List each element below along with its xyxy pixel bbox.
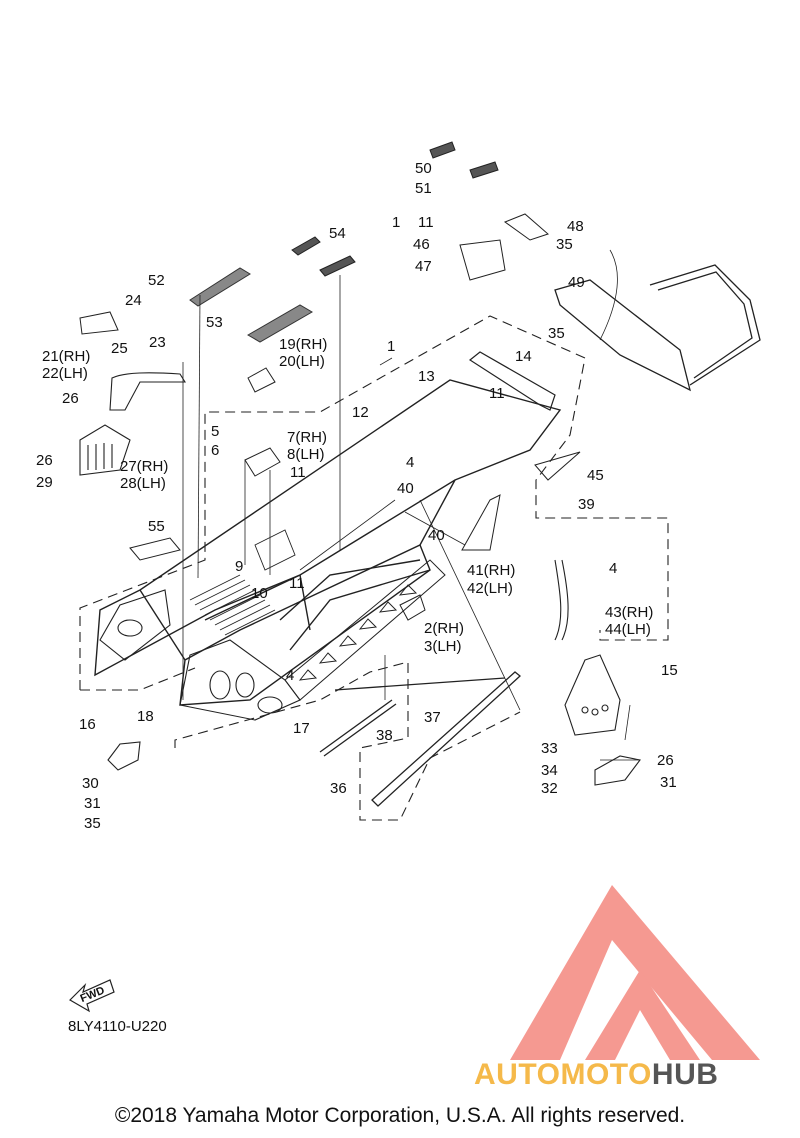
callout-label: 34	[541, 762, 558, 779]
callout-label: 40	[428, 527, 445, 544]
callout-label: 10	[251, 585, 268, 602]
assembly-group-outline	[79, 315, 669, 821]
front-panel	[179, 639, 301, 721]
callout-label: 37	[424, 709, 441, 726]
callout-label: 6	[211, 442, 220, 459]
callout-label: 26	[62, 390, 79, 407]
callout-label: 35	[556, 236, 573, 253]
front-mount	[99, 589, 171, 661]
fwd-arrow	[69, 979, 115, 1013]
wordmark-part1: AUTOMOTO	[474, 1058, 652, 1091]
callout-label: 21(RH)	[42, 348, 91, 365]
callout-label: 15	[661, 662, 678, 679]
callout-label: 42(LH)	[467, 580, 513, 597]
callout-label: 35	[548, 325, 565, 342]
leader-lines	[182, 249, 640, 761]
callout-label: 54	[329, 225, 346, 242]
right-step	[107, 559, 641, 786]
callout-label: 33	[541, 740, 558, 757]
automotohub-logo	[510, 885, 760, 1060]
small-parts	[79, 141, 581, 621]
automotohub-wordmark: AUTOMOTOHUB	[474, 1058, 718, 1092]
callout-label: 16	[79, 716, 96, 733]
callout-label: 5	[211, 423, 220, 440]
callout-label: 36	[330, 780, 347, 797]
deck-slots	[189, 529, 296, 636]
callout-label: 7(RH)	[287, 429, 327, 446]
callout-label: 55	[148, 518, 165, 535]
callout-label: 32	[541, 780, 558, 797]
callout-label: 9	[235, 558, 244, 575]
copyright-notice: ©2018 Yamaha Motor Corporation, U.S.A. A…	[114, 1104, 686, 1127]
wordmark-part2: HUB	[651, 1058, 719, 1091]
callout-label: 50	[415, 160, 432, 177]
callout-label: 20(LH)	[279, 353, 325, 370]
callout-label: 51	[415, 180, 432, 197]
callout-label: 22(LH)	[42, 365, 88, 382]
callout-label: 11	[289, 575, 305, 592]
callout-label: 40	[397, 480, 414, 497]
callout-label: 4	[286, 667, 295, 684]
callout-label: 38	[376, 727, 393, 744]
callout-label: 30	[82, 775, 99, 792]
callout-label: 11	[290, 464, 306, 481]
callout-label: 53	[206, 314, 223, 331]
callout-label: 11	[489, 385, 505, 402]
callout-label: 39	[578, 496, 595, 513]
callout-label: 4	[406, 454, 415, 471]
callout-label: 14	[515, 348, 532, 365]
callout-label: 45	[587, 467, 604, 484]
chassis-frame	[94, 379, 562, 706]
callout-label: 31	[84, 795, 101, 812]
callout-label: 26	[657, 752, 674, 769]
callout-label: 47	[415, 258, 432, 275]
callout-label: 27(RH)	[120, 458, 169, 475]
callout-label: 3(LH)	[424, 638, 462, 655]
callout-label: 1	[392, 214, 401, 231]
callout-label: 25	[111, 340, 128, 357]
rear-rack	[554, 264, 761, 392]
callout-label: 28(LH)	[120, 475, 166, 492]
callout-label: 13	[418, 368, 435, 385]
callout-label: 17	[293, 720, 310, 737]
cross-bars	[319, 671, 521, 807]
callout-label: 35	[84, 815, 101, 832]
callout-label: 29	[36, 474, 53, 491]
callout-label: 26	[36, 452, 53, 469]
callout-label: 18	[137, 708, 154, 725]
callout-label: 24	[125, 292, 142, 309]
callout-label: 11	[418, 214, 434, 231]
upper-rail	[468, 351, 556, 411]
callout-label: 1	[387, 338, 396, 355]
callout-label: 41(RH)	[467, 562, 516, 579]
callout-label: 31	[660, 774, 677, 791]
callout-label: 8(LH)	[287, 446, 325, 463]
callout-label: 2(RH)	[424, 620, 464, 637]
callout-label: 49	[568, 274, 585, 291]
callout-label: 43(RH)	[605, 604, 654, 621]
callout-label: 23	[149, 334, 166, 351]
callout-label: 12	[352, 404, 369, 421]
snow-flap	[79, 372, 186, 476]
callout-label: 46	[413, 236, 430, 253]
callout-label: 52	[148, 272, 165, 289]
running-board	[284, 559, 446, 701]
callout-label: 48	[567, 218, 584, 235]
callout-label: 19(RH)	[279, 336, 328, 353]
callout-label: 44(LH)	[605, 621, 651, 638]
callout-label: 4	[609, 560, 618, 577]
diagram-code: 8LY4110-U220	[68, 1018, 167, 1035]
